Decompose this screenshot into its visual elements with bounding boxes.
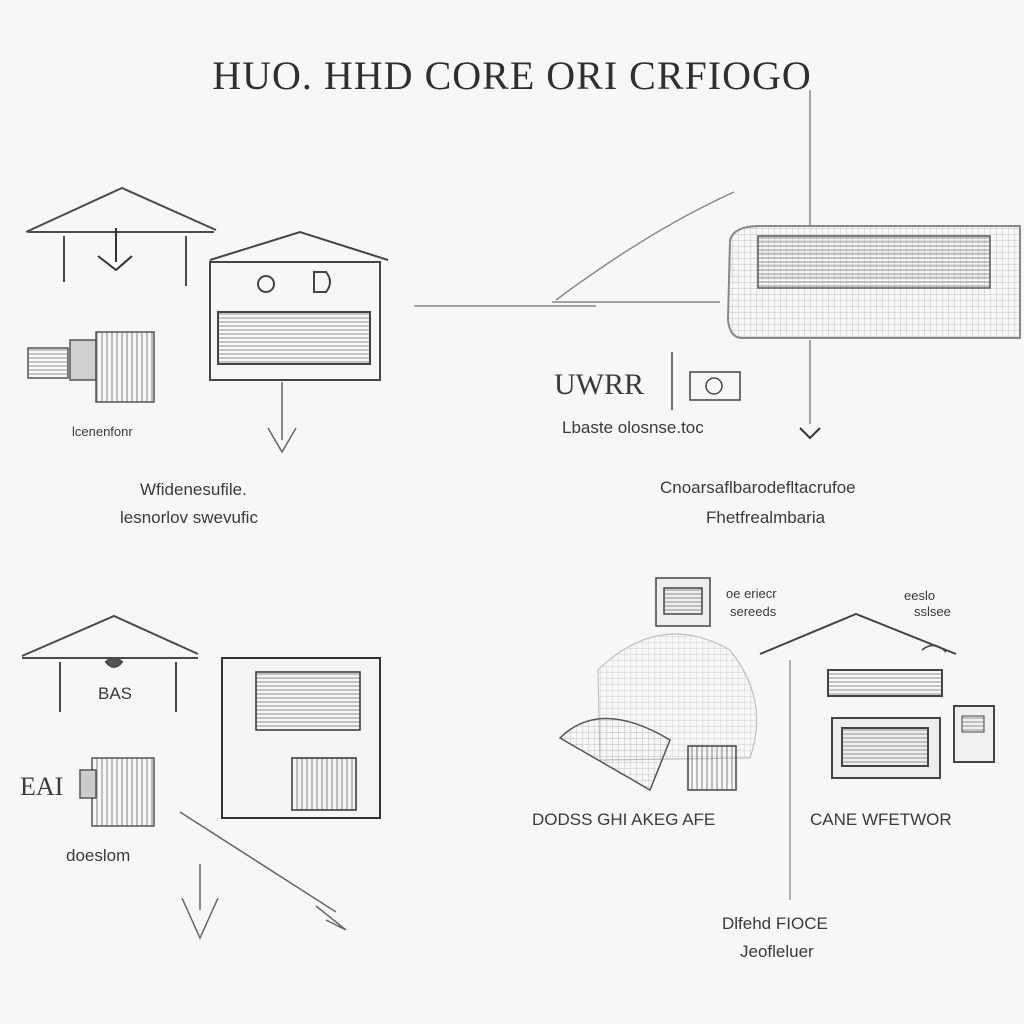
bottom-right-footer-line2: Jeofleluer [740, 942, 814, 961]
bottom-right-note1-line1: oe eriecr [726, 586, 777, 601]
bottom-right-caption-right: CANE WFETWOR [810, 810, 952, 829]
bottom-right-note2-line2: sslsee [914, 604, 951, 619]
top-left-unit-label: lcenenfonr [72, 424, 133, 439]
bottom-left-house-outline [21, 614, 199, 712]
bottom-left-control-panel [221, 657, 381, 819]
top-right-ac-unit [726, 225, 1021, 339]
bottom-right-note1-line2: sereeds [730, 604, 777, 619]
top-right-unit-label: Lbaste olosnse.toc [562, 418, 704, 437]
bottom-right-house [759, 612, 995, 900]
top-right-caption-line1: Cnoarsaflbarodefltacrufoe [660, 478, 856, 497]
top-left-house-outline [25, 186, 217, 286]
bottom-right-thermostat [655, 577, 711, 627]
wrench-icon [97, 228, 133, 272]
connector-line-top [414, 191, 735, 307]
top-left-arrow-down [267, 382, 297, 454]
bottom-left-arrows [179, 811, 347, 940]
bottom-left-outdoor-unit [79, 757, 155, 827]
bottom-left-unit-label: doeslom [66, 846, 131, 865]
top-right-caption-line2: Fhetfrealmbaria [706, 508, 826, 527]
top-left-caption-line1: Wfidenesufile. [140, 480, 247, 499]
bottom-right-dome [558, 633, 758, 792]
top-left-outdoor-unit [27, 331, 155, 403]
bottom-left-house-label: BAS [98, 684, 133, 703]
bottom-right-caption-left: DODSS GHI AKEG AFE [532, 810, 716, 829]
top-right-mini-icon [671, 352, 741, 410]
top-left-caption-line2: lesnorlov swevufic [120, 508, 258, 527]
bottom-right-footer-line1: Dlfehd FIOCE [722, 914, 828, 933]
top-right-glyph-label: UWRR [554, 368, 644, 401]
bottom-left-unit-glyph: EAI [20, 772, 64, 801]
top-right-vertical-line [799, 90, 821, 440]
bottom-right-note2-line1: eeslo [904, 588, 936, 603]
top-left-indoor-unit-house [209, 230, 389, 381]
bottom-right-small-unit [687, 745, 737, 791]
diagram-title: HUO. HHD CORE ORI CRFIOGO [212, 53, 812, 98]
